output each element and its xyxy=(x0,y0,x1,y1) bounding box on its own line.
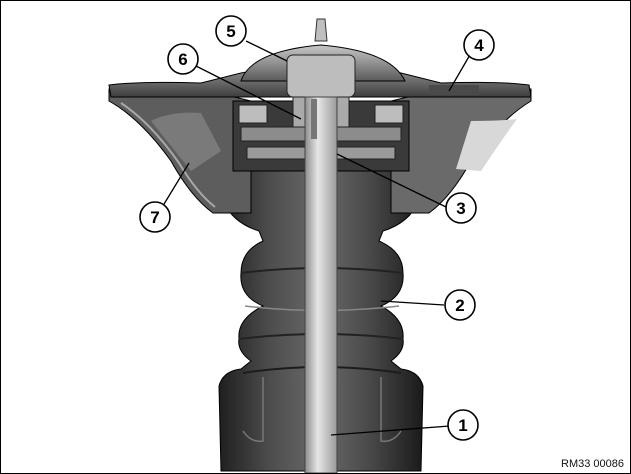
callout-4-number: 4 xyxy=(474,36,484,55)
callout-5-number: 5 xyxy=(226,22,235,41)
reference-code: RM33 00086 xyxy=(561,458,624,470)
callout-6: 6 xyxy=(167,43,199,75)
leader-lines xyxy=(160,40,472,436)
support-bearing-housing xyxy=(108,88,532,214)
callout-3-number: 3 xyxy=(456,199,465,218)
callout-7: 7 xyxy=(139,201,171,233)
piston-rod xyxy=(304,96,338,473)
callout-1: 1 xyxy=(447,409,479,441)
callout-2: 2 xyxy=(444,289,476,321)
stud-tip xyxy=(314,18,328,42)
flange-stud xyxy=(429,85,479,95)
top-cap xyxy=(240,18,406,98)
callout-7-number: 7 xyxy=(150,208,159,227)
callout-5: 5 xyxy=(215,15,247,47)
callout-6-number: 6 xyxy=(178,50,187,69)
callout-2-number: 2 xyxy=(455,296,464,315)
callout-1-number: 1 xyxy=(458,416,467,435)
callout-4: 4 xyxy=(463,29,495,61)
callout-3: 3 xyxy=(445,192,477,224)
